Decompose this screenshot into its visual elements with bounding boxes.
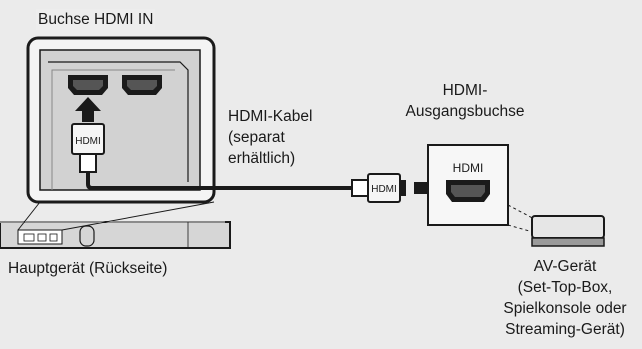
cable-label: HDMI-Kabel (separat erhältlich) (226, 106, 314, 169)
hdmi-plug-icon (71, 123, 105, 173)
output-label: HDMI- Ausgangsbuchse (396, 80, 534, 122)
zoom-projection (17, 201, 215, 231)
second-port (122, 75, 162, 95)
av-label-line2: (Set-Top-Box, (517, 279, 613, 296)
hdmi-port-icon (427, 144, 509, 226)
main-unit-label: Hauptgerät (Rückseite) (8, 260, 168, 277)
hdmi-plug-icon (351, 173, 406, 203)
av-device (531, 215, 605, 247)
cable-label-line3: erhältlich) (228, 150, 296, 167)
av-label-line1: AV-Gerät (533, 258, 597, 275)
hdmi-in-label: Buchse HDMI IN (36, 9, 156, 30)
main-unit (0, 221, 231, 249)
av-label-line3: Spielkonsole oder (503, 300, 627, 317)
av-device-label: AV-Gerät (Set-Top-Box, Spielkonsole oder… (486, 256, 642, 340)
cable-label-line1: HDMI-Kabel (228, 108, 313, 125)
plug-text-left: HDMI (75, 136, 101, 147)
plug-text-right: HDMI (371, 184, 397, 195)
port-text: HDMI (453, 161, 484, 175)
output-label-line2: Ausgangsbuchse (405, 103, 525, 120)
main-unit-zoom-panel (26, 36, 216, 204)
arrow-up-icon (75, 97, 101, 122)
cable-label-line2: (separat (228, 129, 285, 146)
output-label-line1: HDMI- (442, 82, 488, 99)
hdmi-cable (86, 172, 362, 190)
hdmi-in-port (68, 75, 108, 95)
av-label-line4: Streaming-Gerät) (505, 321, 625, 338)
